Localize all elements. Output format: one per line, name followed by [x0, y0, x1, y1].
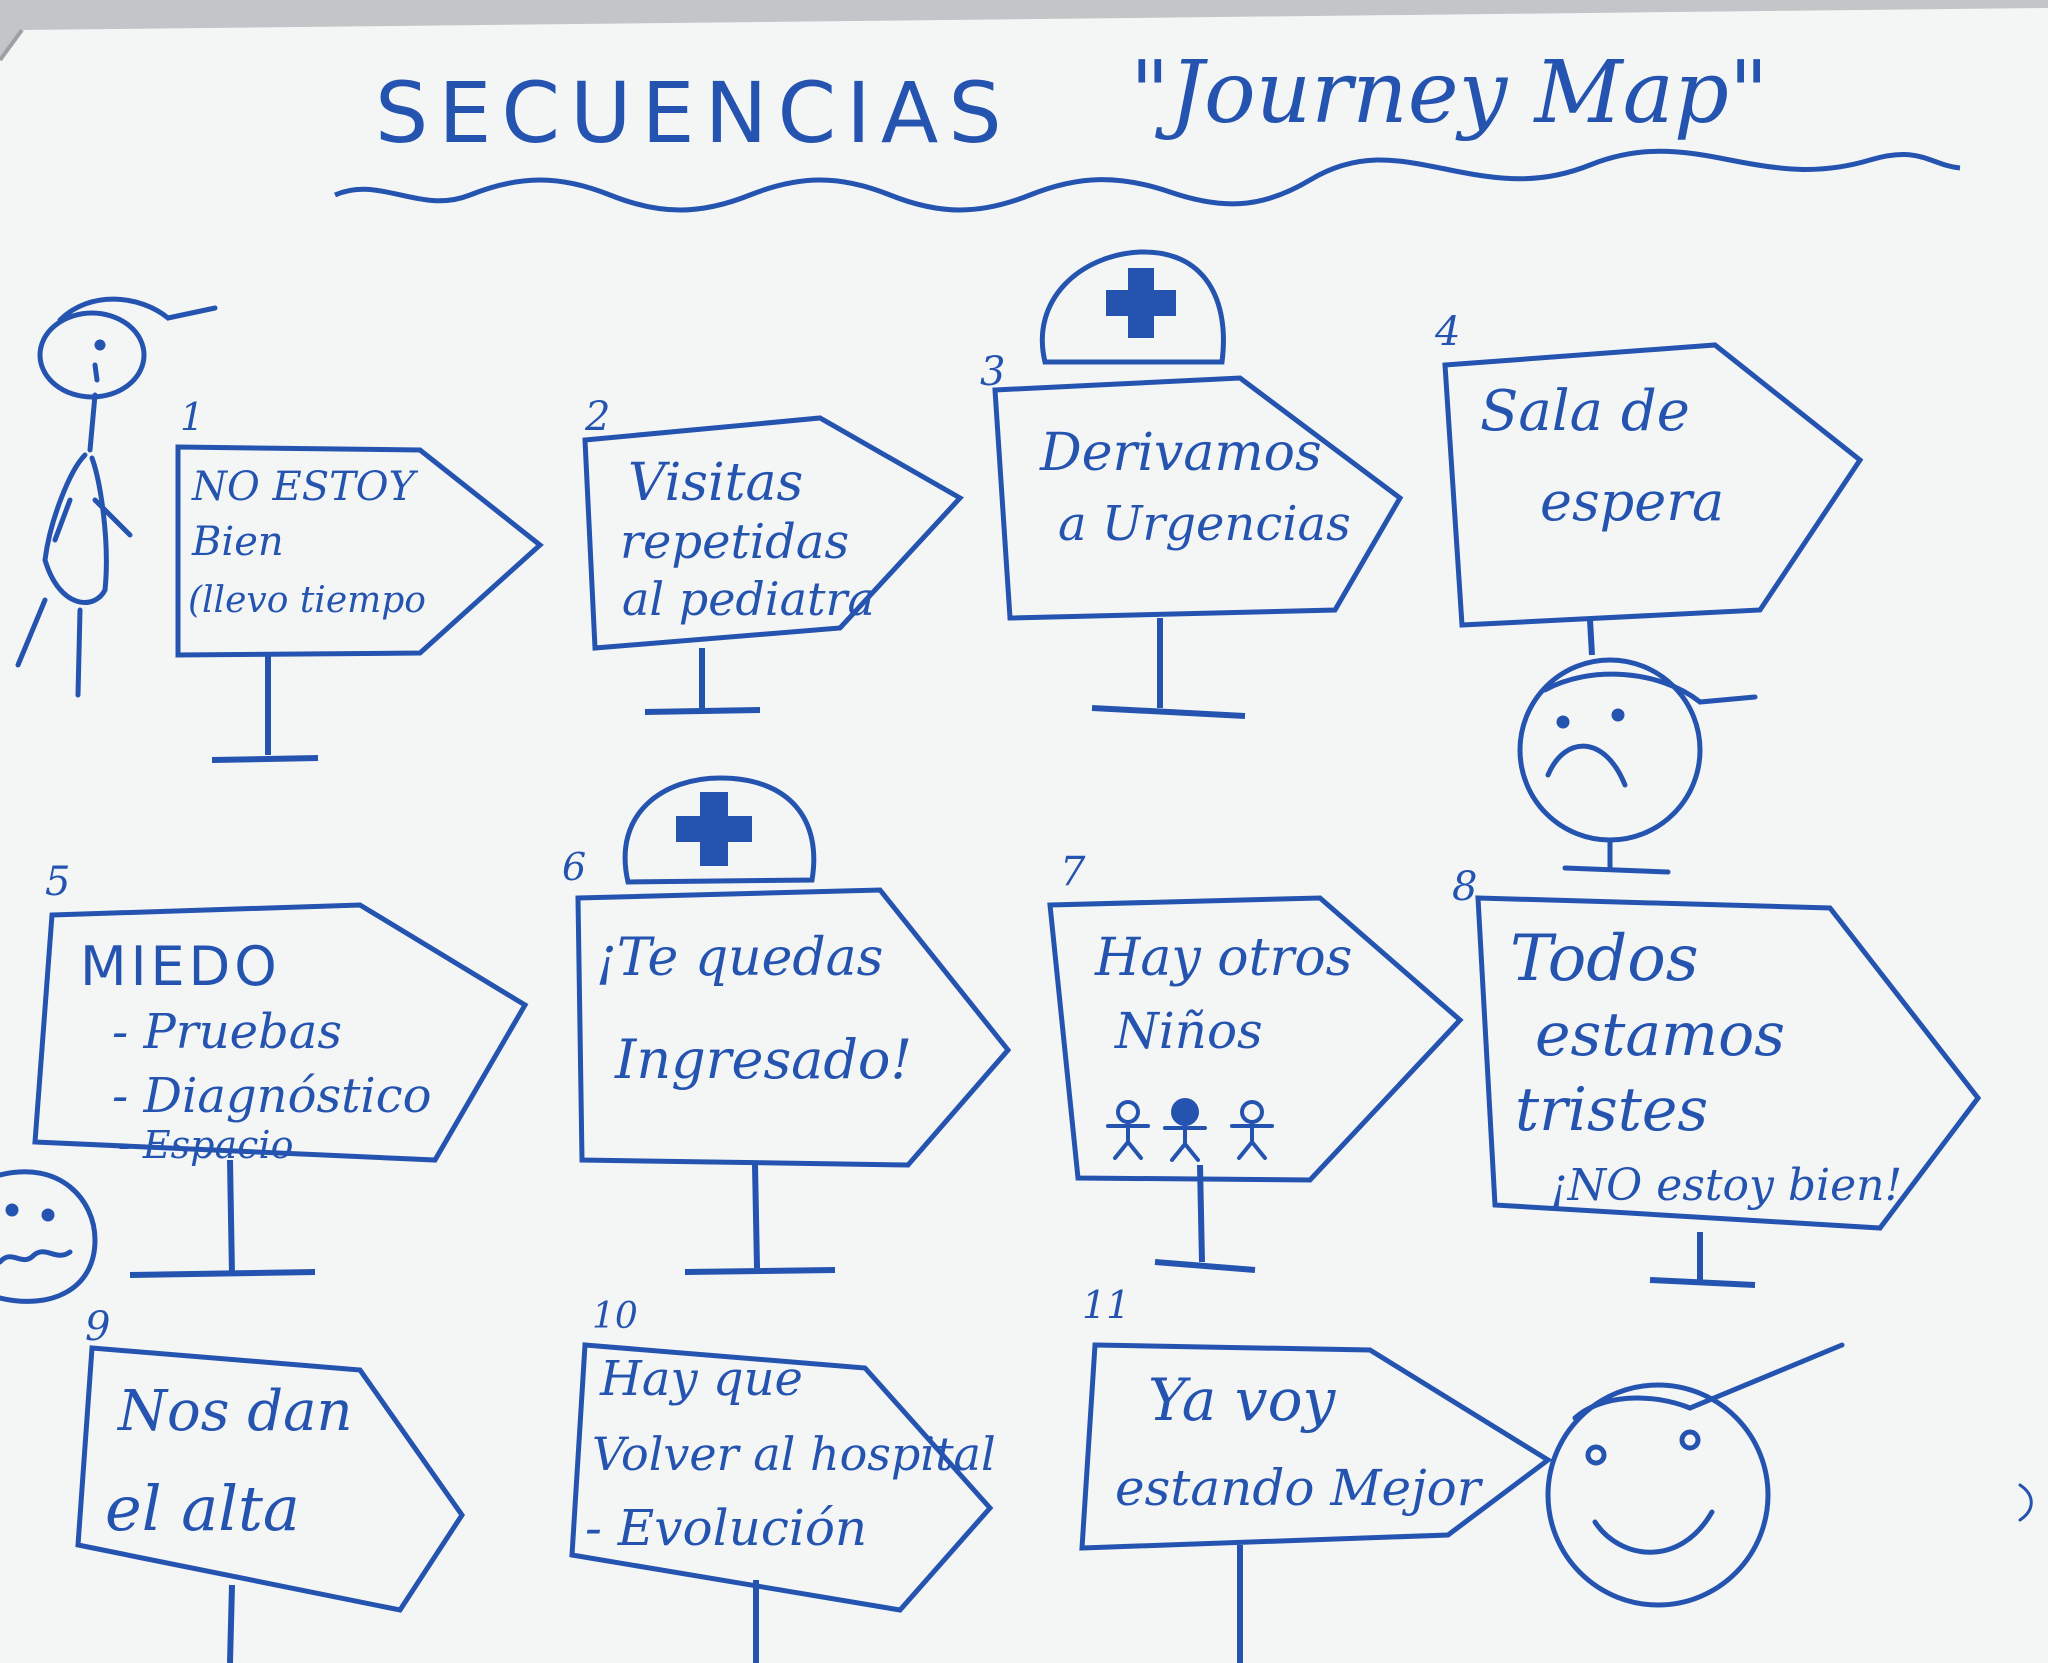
step-text-line: Hay que [599, 1351, 803, 1407]
step-text-line: al pediatra [622, 572, 875, 626]
step-text-line: Hay otros [1094, 928, 1352, 988]
step-text-line: ¡Te quedas [596, 928, 883, 988]
step-text-line: Ya voy [1148, 1366, 1336, 1434]
step-text-line: (llevo tiempo [188, 580, 426, 621]
step-number: 2 [584, 394, 610, 440]
step-number: 9 [85, 1304, 110, 1350]
step-text-line: estamos [1535, 1000, 1785, 1070]
board-title: SECUENCIAS [375, 64, 1012, 162]
step-text-line: Bien [191, 519, 284, 565]
step-text-line: tristes [1515, 1075, 1708, 1145]
step-text-line: Volver al hospital [592, 1427, 996, 1481]
step-text-line: - Pruebas [112, 1004, 342, 1060]
step-number: 4 [1434, 309, 1460, 355]
step-text-line: - Diagnóstico [112, 1068, 432, 1124]
step-text-line: el alta [105, 1472, 300, 1545]
step-text-line: Niños [1114, 1002, 1263, 1060]
step-text-line: MIEDO [80, 935, 281, 998]
step-text-line: estando Mejor [1115, 1459, 1484, 1517]
step-text-line: Visitas [628, 453, 803, 513]
step-text-line: Sala de [1480, 379, 1690, 444]
step-text-line: repetidas [620, 514, 849, 570]
step-text-line: Ingresado! [614, 1028, 912, 1091]
board-subtitle: "Journey Map" [1130, 43, 1768, 143]
step-text-line: Todos [1510, 922, 1699, 996]
step-number: 11 [1082, 1283, 1130, 1327]
step-text-line: - Espacio [118, 1123, 293, 1167]
step-number: 5 [45, 859, 70, 905]
step-number: 1 [180, 395, 204, 439]
step-number: 8 [1452, 864, 1477, 910]
step-text-line: espera [1540, 470, 1724, 533]
step-text-line: a Urgencias [1058, 496, 1351, 552]
step-text-line: ¡NO estoy bien! [1550, 1160, 1902, 1211]
step-number: 10 [592, 1296, 638, 1337]
step-number: 6 [562, 845, 586, 889]
step-text-line: - Evolución [585, 1499, 867, 1557]
step-number: 7 [1060, 849, 1086, 895]
step-text-line: NO ESTOY [191, 464, 419, 510]
step-text-line: Nos dan [116, 1379, 353, 1444]
step-text-line: Derivamos [1039, 423, 1322, 483]
